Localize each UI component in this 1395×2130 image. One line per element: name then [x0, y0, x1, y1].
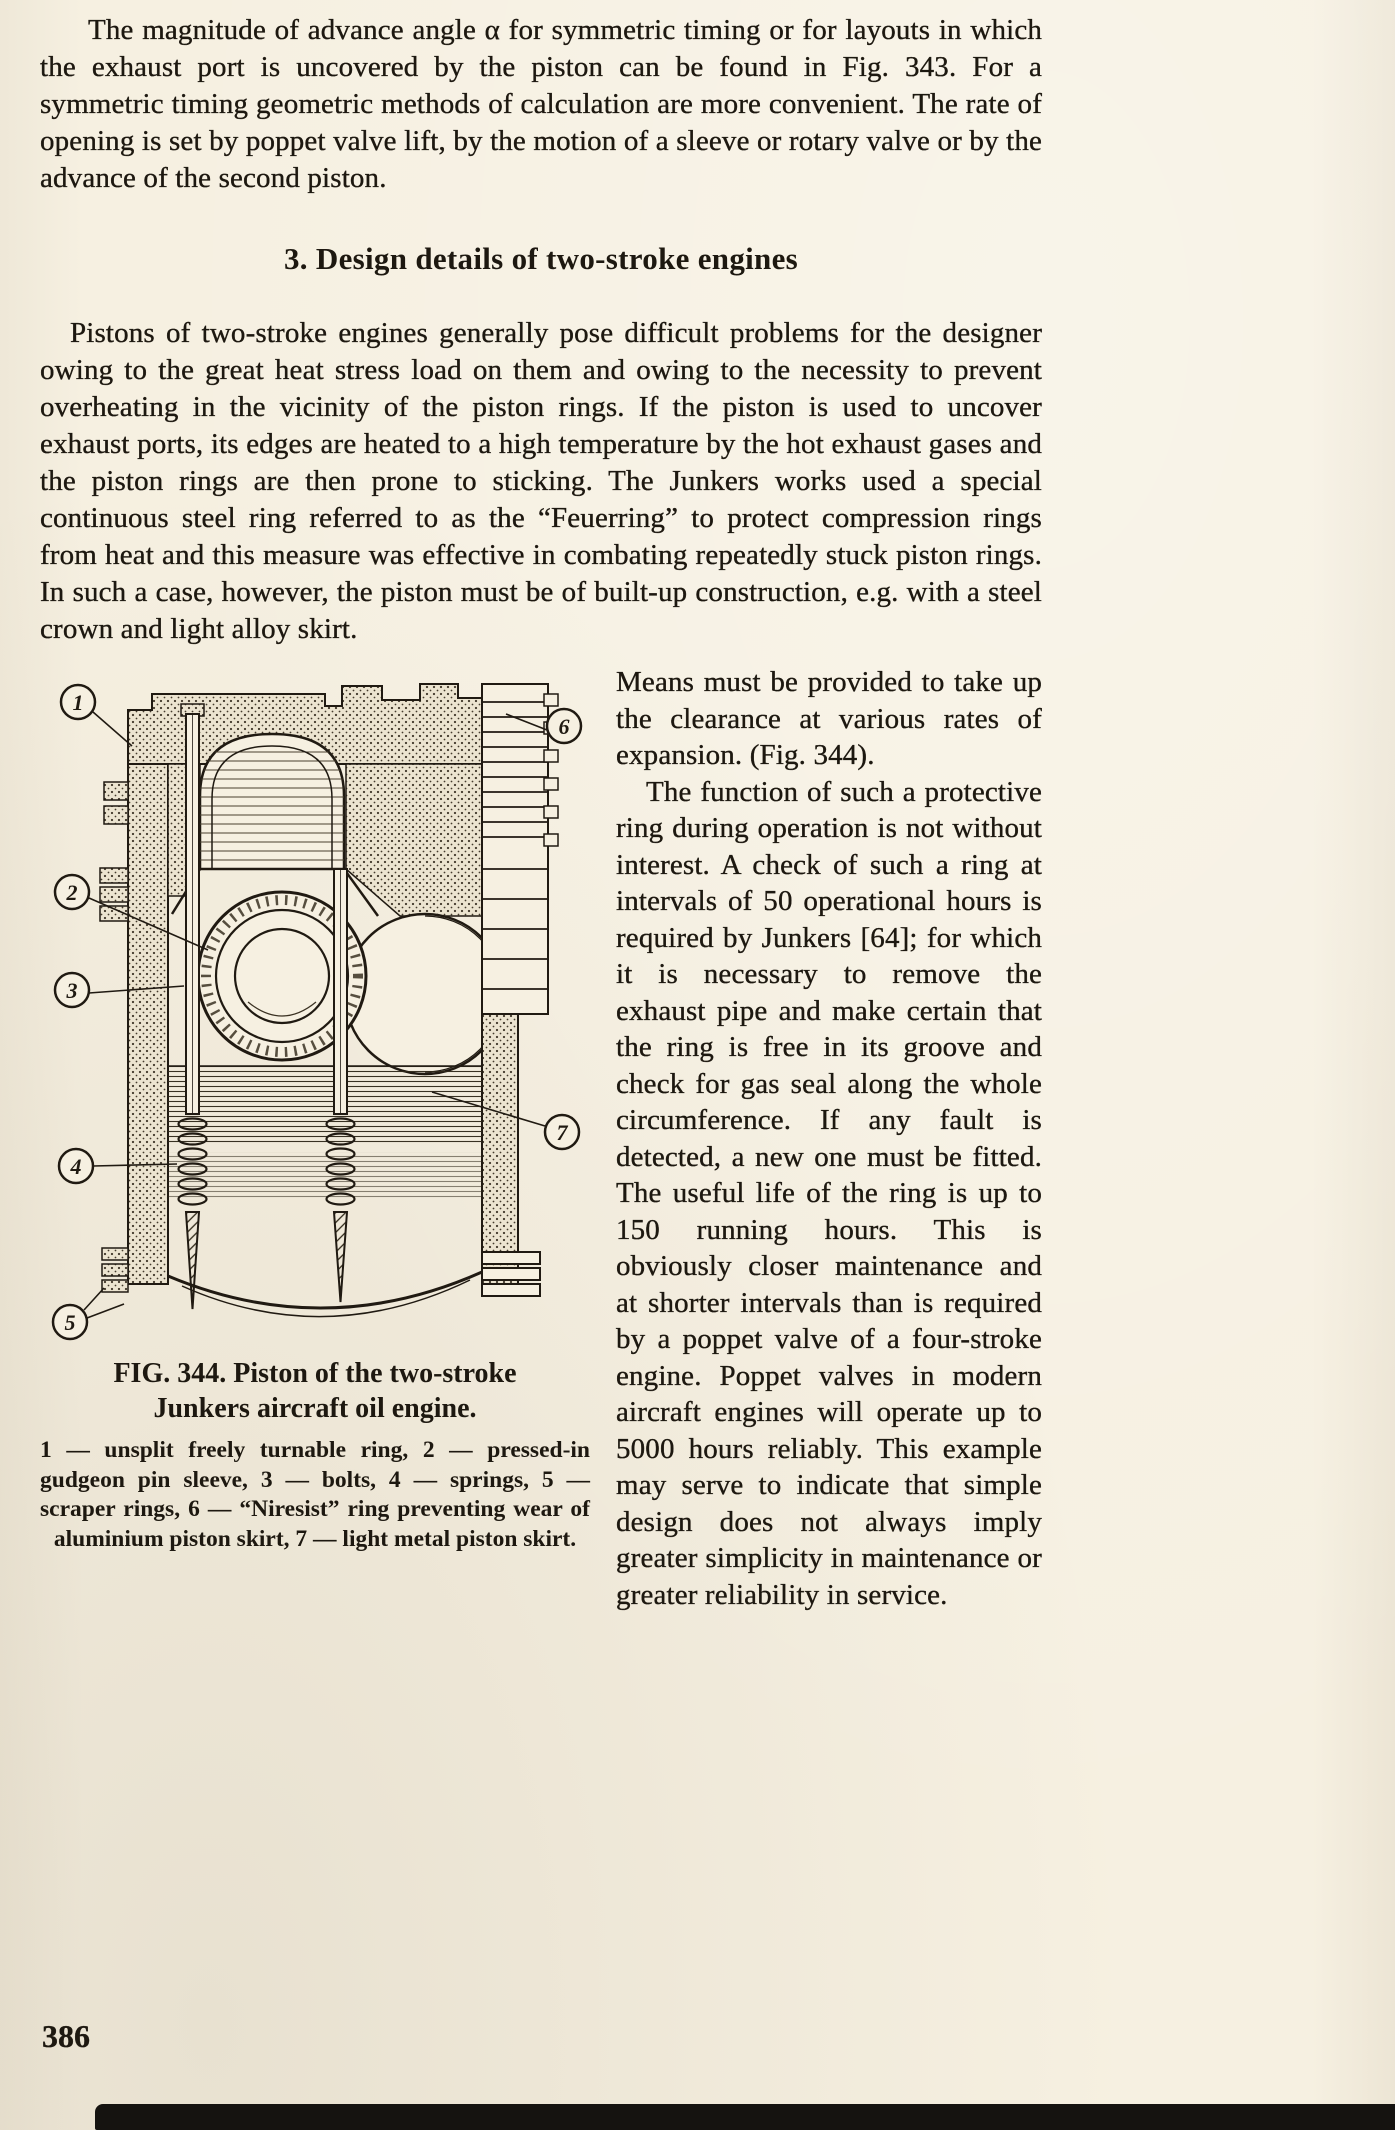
piston-right-wall — [481, 1013, 519, 1285]
callout-4-number: 4 — [70, 1154, 82, 1179]
figure-caption: FIG. 344. Piston of the two-stroke Junke… — [113, 1358, 517, 1424]
bolt-rod-left — [180, 703, 205, 1115]
callout-6: 6 — [545, 707, 583, 745]
paragraph-protective-ring: The function of such a protective ring d… — [616, 775, 1042, 1611]
left-groove-blocks — [99, 781, 129, 922]
callout-2: 2 — [53, 873, 91, 911]
section-heading: 3. Design details of two-stroke engines — [284, 241, 798, 276]
callout-1-number: 1 — [73, 690, 84, 715]
callout-7-number: 7 — [557, 1120, 569, 1145]
scraper-rings — [101, 1247, 129, 1293]
callout-3: 3 — [53, 971, 91, 1009]
paragraph-advance-angle: The magnitude of advance angle α for sym… — [40, 14, 1042, 194]
callout-7: 7 — [543, 1113, 581, 1151]
callout-6-number: 6 — [559, 714, 570, 739]
skirt-shading — [168, 1065, 482, 1198]
ring-belt — [481, 683, 559, 1015]
bolt-tip-right — [332, 1211, 349, 1303]
gudgeon-pin-bore — [196, 890, 368, 1062]
page-number: 386 — [42, 2018, 90, 2054]
callout-2-number: 2 — [66, 880, 78, 905]
combustion-dome — [198, 732, 346, 871]
text-block: The magnitude of advance angle α for sym… — [40, 12, 1042, 1613]
callout-5-number: 5 — [65, 1310, 76, 1335]
paragraph-clearance: Means must be provided to take up the cl… — [616, 666, 1042, 771]
piston-left-wall — [127, 763, 169, 1285]
spring-right — [325, 1117, 356, 1206]
callout-5: 5 — [51, 1303, 89, 1341]
callout-1: 1 — [59, 683, 97, 721]
piston-crown — [127, 683, 483, 765]
callout-4: 4 — [57, 1147, 95, 1185]
two-column-region: 1 2 3 4 — [40, 664, 1042, 1613]
spring-left — [177, 1117, 208, 1206]
bolt-tip-left — [184, 1211, 201, 1310]
skirt-bottom-rings — [481, 1251, 541, 1297]
figure-legend: 1 — unsplit freely turnable ring, 2 — pr… — [40, 1437, 590, 1552]
skirt-bottom-opening — [167, 1270, 483, 1318]
scan-edge-artifact — [95, 2104, 1395, 2130]
right-text-column: Means must be provided to take up the cl… — [616, 664, 1042, 1613]
paragraph-piston-design: Pistons of two-stroke engines generally … — [40, 317, 1042, 645]
bolt-rod-right — [333, 868, 348, 1115]
piston-cutaway-drawing: 1 2 3 4 — [51, 683, 583, 1341]
crown-interior-mass-right — [345, 763, 483, 917]
callout-leader-lines — [83, 711, 548, 1319]
callout-3-number: 3 — [66, 978, 78, 1003]
figure-block: 1 2 3 4 — [40, 664, 590, 1613]
